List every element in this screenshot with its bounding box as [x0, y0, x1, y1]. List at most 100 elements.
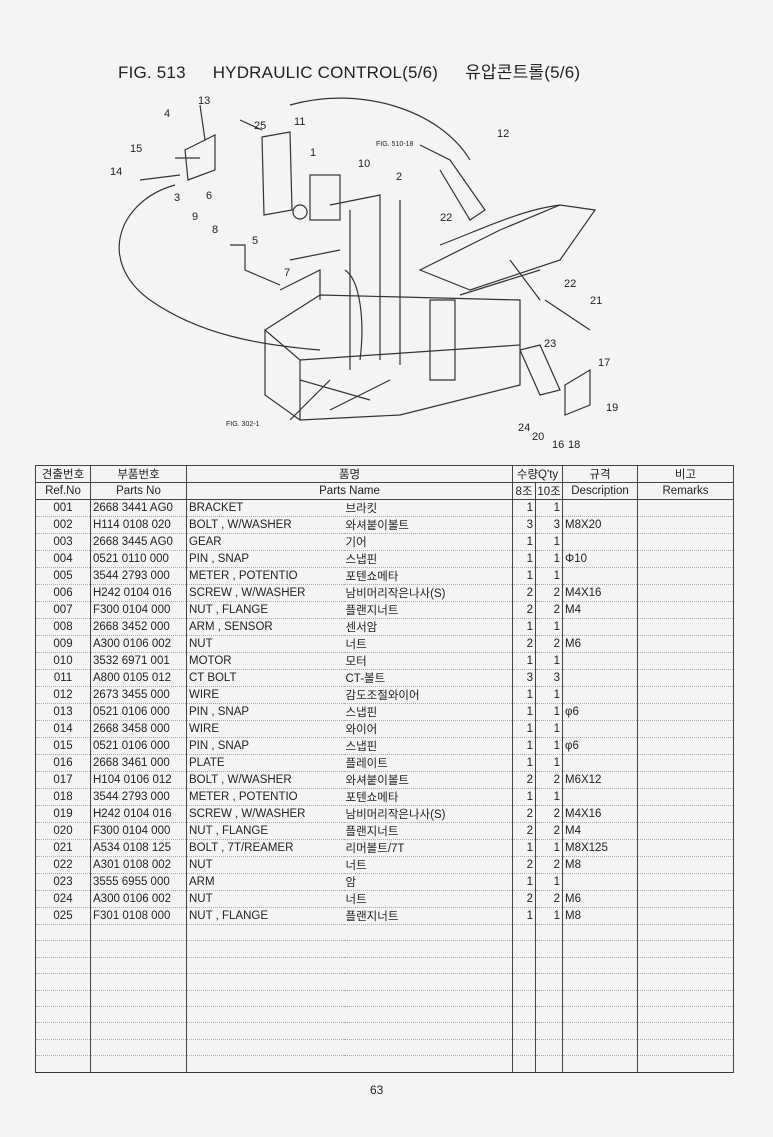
- empty-cell: [343, 940, 514, 958]
- empty-cell: [343, 1006, 514, 1024]
- description-cell: φ6: [562, 737, 639, 755]
- callout-label: 8: [212, 224, 218, 236]
- ref-cell: 005: [35, 567, 91, 585]
- parts-no-cell: F300 0104 000: [90, 822, 187, 840]
- name-english-cell: ARM , SENSOR: [186, 618, 344, 636]
- name-korean-cell: 플랜지너트: [343, 601, 514, 619]
- name-korean-cell: 기어: [343, 533, 514, 551]
- name-english-cell: MOTOR: [186, 652, 344, 670]
- name-english-cell: BOLT , W/WASHER: [186, 516, 344, 534]
- callout-label: 5: [252, 235, 258, 247]
- ref-cell: 009: [35, 635, 91, 653]
- name-korean-cell: 와이어: [343, 720, 514, 738]
- empty-row: [35, 973, 735, 991]
- parts-no-cell: H114 0108 020: [90, 516, 187, 534]
- empty-cell: [90, 924, 187, 942]
- empty-cell: [35, 1055, 91, 1073]
- empty-cell: [562, 1039, 639, 1057]
- parts-no-cell: 3544 2793 000: [90, 567, 187, 585]
- ref-cell: 024: [35, 890, 91, 908]
- qty-10-cell: 1: [535, 703, 564, 721]
- qty-8-cell: 2: [512, 822, 537, 840]
- qty-8-cell: 3: [512, 669, 537, 687]
- empty-cell: [535, 924, 564, 942]
- name-english-cell: PIN , SNAP: [186, 737, 344, 755]
- parts-no-cell: 0521 0106 000: [90, 737, 187, 755]
- ref-cell: 025: [35, 907, 91, 925]
- name-english-cell: NUT: [186, 890, 344, 908]
- qty-10-cell: 1: [535, 839, 564, 857]
- empty-cell: [512, 1039, 537, 1057]
- empty-cell: [343, 1022, 514, 1040]
- header-name: Parts Name: [185, 482, 514, 500]
- qty-8-cell: 1: [512, 533, 537, 551]
- empty-cell: [90, 973, 187, 991]
- ref-cell: 007: [35, 601, 91, 619]
- description-cell: [562, 873, 639, 891]
- remarks-cell: [637, 873, 735, 891]
- qty-8-cell: 1: [512, 873, 537, 891]
- empty-cell: [343, 990, 514, 1007]
- qty-10-cell: 1: [535, 873, 564, 891]
- ref-cell: 020: [35, 822, 91, 840]
- empty-cell: [343, 924, 514, 942]
- name-korean-cell: 스냅핀: [343, 550, 514, 568]
- qty-10-cell: 2: [535, 822, 564, 840]
- empty-cell: [35, 1006, 91, 1024]
- remarks-cell: [637, 771, 735, 789]
- figure-title: FIG. 513 HYDRAULIC CONTROL(5/6) 유압콘트롤(5/…: [118, 58, 602, 83]
- empty-cell: [512, 957, 537, 975]
- description-cell: M4: [562, 822, 639, 840]
- empty-cell: [90, 1055, 187, 1073]
- name-english-cell: NUT , FLANGE: [186, 822, 344, 840]
- remarks-cell: [637, 737, 735, 755]
- empty-cell: [562, 924, 639, 942]
- description-cell: M6: [562, 890, 639, 908]
- empty-cell: [186, 1006, 344, 1024]
- header-desc: 규격: [562, 465, 639, 483]
- name-english-cell: CT BOLT: [186, 669, 344, 687]
- ref-cell: 015: [35, 737, 91, 755]
- description-cell: [562, 754, 639, 772]
- parts-no-cell: 2668 3461 000: [90, 754, 187, 772]
- empty-cell: [90, 940, 187, 958]
- header-ref: 견출번호: [35, 465, 91, 483]
- header-qty: 수량Q'ty: [512, 465, 564, 483]
- description-cell: [562, 567, 639, 585]
- description-cell: M8X125: [562, 839, 639, 857]
- name-korean-cell: 너트: [343, 635, 514, 653]
- qty-8-cell: 2: [512, 584, 537, 602]
- remarks-cell: [637, 516, 735, 534]
- header-parts-no: Parts No: [90, 482, 187, 500]
- qty-8-cell: 1: [512, 720, 537, 738]
- description-cell: [562, 788, 639, 806]
- qty-10-cell: 1: [535, 550, 564, 568]
- empty-cell: [562, 1006, 639, 1024]
- qty-10-cell: 2: [535, 890, 564, 908]
- name-korean-cell: 모터: [343, 652, 514, 670]
- remarks-cell: [637, 805, 735, 823]
- name-korean-cell: 플랜지너트: [343, 822, 514, 840]
- name-english-cell: SCREW , W/WASHER: [186, 584, 344, 602]
- empty-cell: [637, 1006, 735, 1024]
- ref-cell: 006: [35, 584, 91, 602]
- callout-labels: 13 4 25 11 15 1 10 14 3 6 2 12 9 8 5 22 …: [110, 95, 618, 451]
- empty-cell: [535, 940, 564, 958]
- qty-10-cell: 2: [535, 771, 564, 789]
- name-english-cell: METER , POTENTIO: [186, 788, 344, 806]
- remarks-cell: [637, 669, 735, 687]
- empty-cell: [562, 957, 639, 975]
- empty-cell: [343, 957, 514, 975]
